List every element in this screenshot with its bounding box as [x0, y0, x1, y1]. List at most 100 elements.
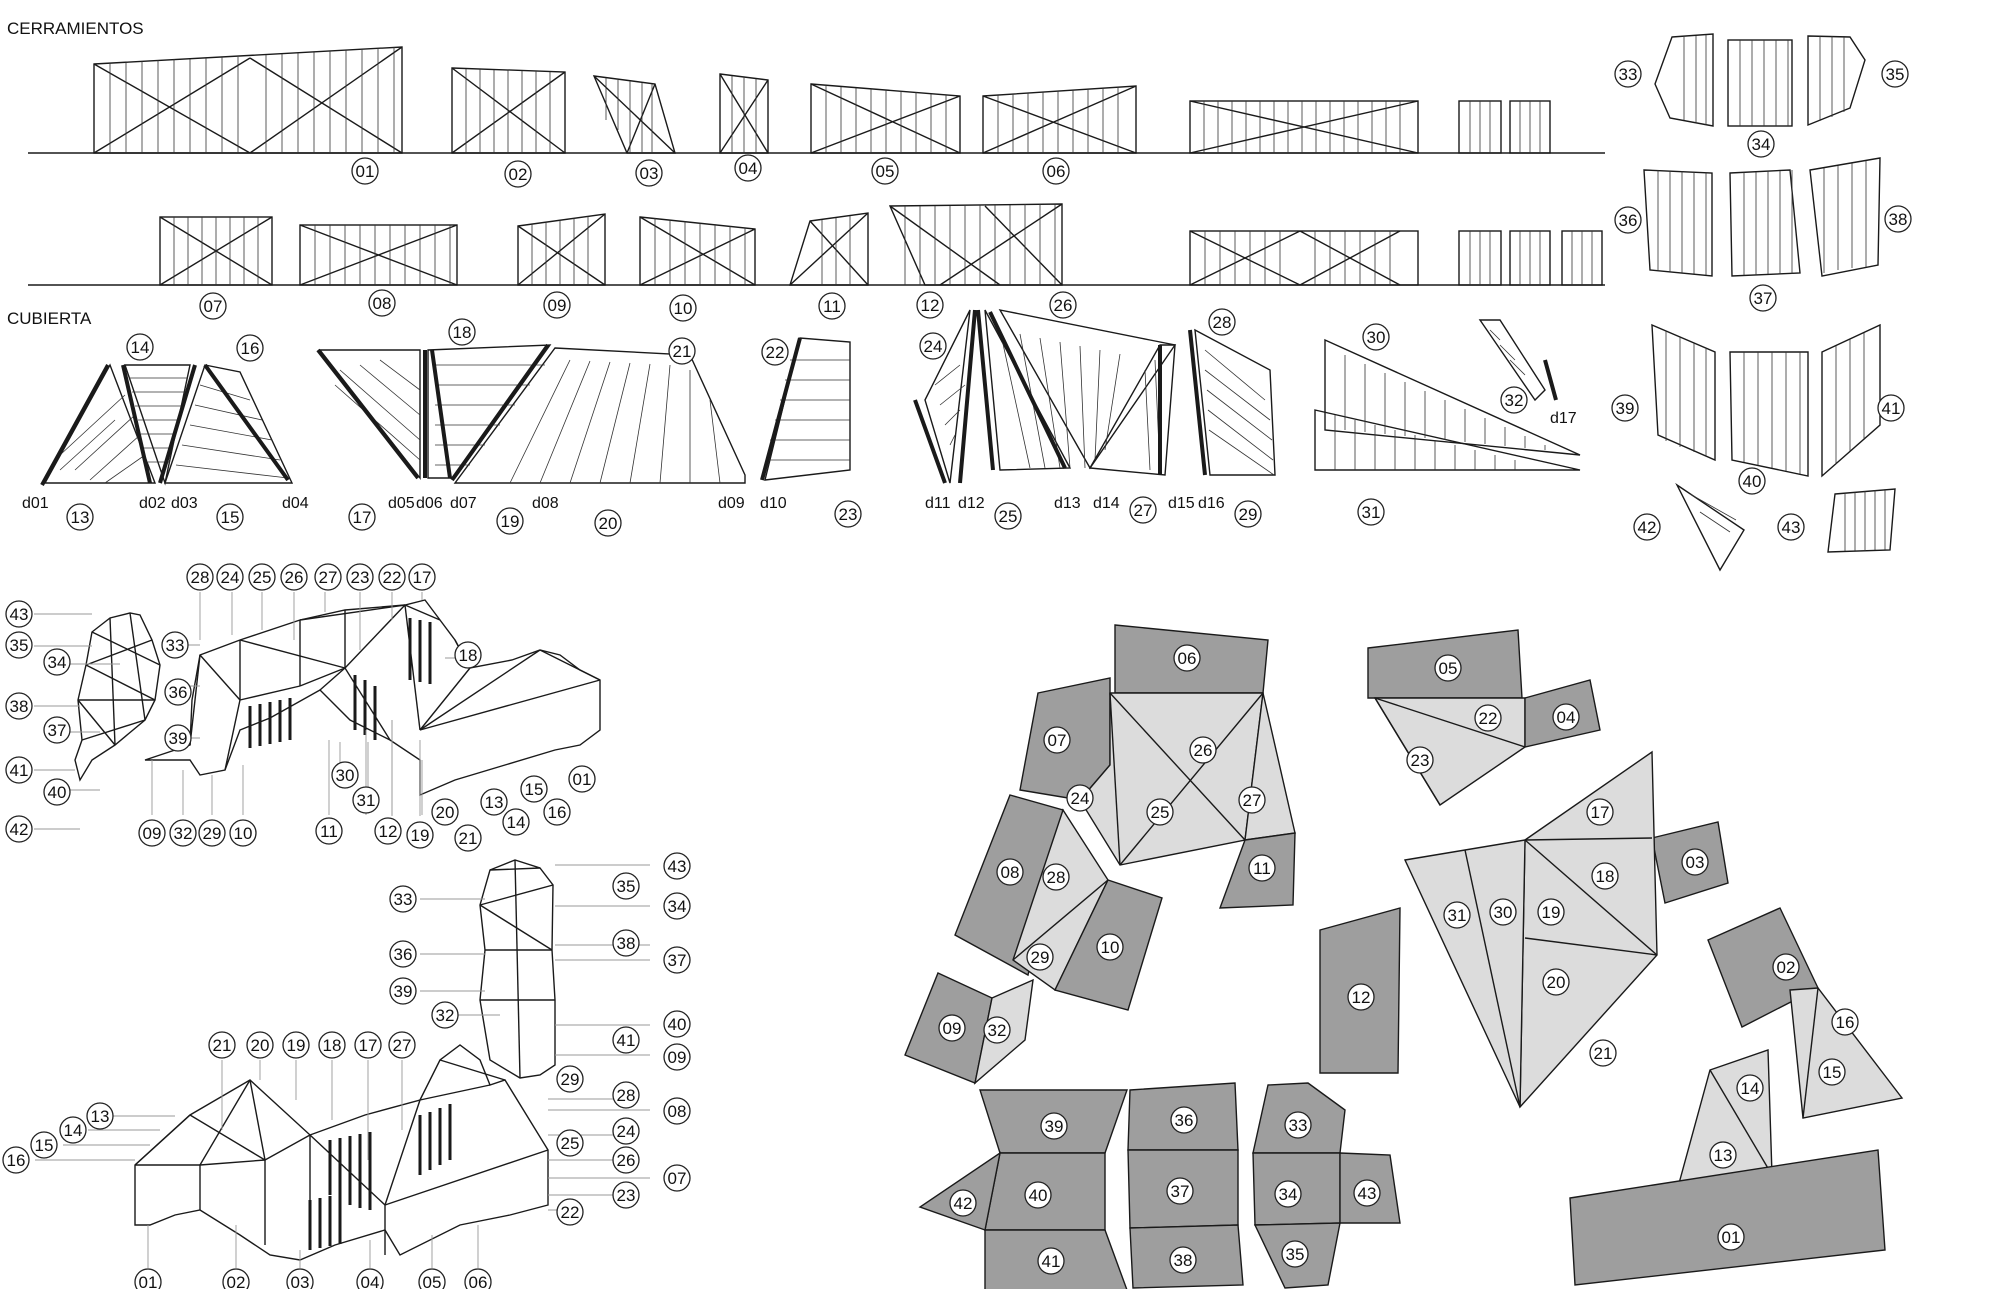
label-text: 15: [525, 780, 544, 799]
label-text: 01: [1722, 1228, 1741, 1247]
label-text: 16: [7, 1151, 26, 1170]
label-text: 42: [10, 820, 29, 839]
label-text: 15: [221, 508, 240, 527]
label-text: 17: [1591, 803, 1610, 822]
label-text: 02: [1777, 958, 1796, 977]
roof-labels: 14 16 13 15 17 18 19 20 21 22 23 24 25 2…: [66, 308, 1528, 537]
label-text: 06: [1178, 649, 1197, 668]
label-text: 23: [839, 505, 858, 524]
label-19: 19: [496, 507, 524, 535]
label-text: 24: [617, 1122, 636, 1141]
label-text: 25: [561, 1134, 580, 1153]
label-text: 38: [617, 934, 636, 953]
label-text: 32: [1505, 391, 1524, 410]
label-text: 39: [1045, 1117, 1064, 1136]
iso-top-labels: 43 35 34 38 37 41 40 42 28 24 25 26 27 2…: [5, 563, 596, 852]
label-text: 26: [617, 1151, 636, 1170]
label-text: 40: [48, 783, 67, 802]
label-text: 40: [668, 1015, 687, 1034]
iso-bottom-model: [134, 859, 556, 1261]
label-text: 37: [668, 951, 687, 970]
label-31: 31: [1357, 498, 1385, 526]
label-text: 18: [1596, 867, 1615, 886]
label-16: 16: [236, 334, 264, 362]
label-05: 05: [871, 157, 899, 185]
label-text: 37: [1171, 1182, 1190, 1201]
label-text: 36: [1619, 211, 1638, 230]
label-text: 14: [131, 338, 150, 357]
label-text: 12: [1352, 988, 1371, 1007]
label-04: 04: [734, 154, 762, 182]
face-30-31: [1403, 839, 1526, 1108]
label-text: 29: [561, 1070, 580, 1089]
label-text: 21: [673, 342, 692, 361]
label-text: 35: [617, 877, 636, 896]
label-text: 33: [394, 890, 413, 909]
label-35: 35: [1881, 60, 1909, 88]
label-text: 33: [166, 636, 185, 655]
label-text: 26: [285, 568, 304, 587]
label-text: 30: [1367, 328, 1386, 347]
label-text: 35: [1286, 1245, 1305, 1264]
label-text: 18: [323, 1036, 342, 1055]
label-text: 35: [10, 636, 29, 655]
label-text: 06: [1047, 162, 1066, 181]
label-text: 19: [1542, 903, 1561, 922]
label-text: 08: [668, 1102, 687, 1121]
label-text: 31: [1448, 906, 1467, 925]
label-text: 22: [383, 568, 402, 587]
label-text: 30: [1494, 903, 1513, 922]
label-text: 34: [668, 897, 687, 916]
label-25: 25: [994, 502, 1022, 530]
label-text: 03: [291, 1273, 310, 1289]
label-23: 23: [834, 500, 862, 528]
label-37: 37: [1749, 284, 1777, 312]
label-text: 01: [139, 1273, 158, 1289]
face-01: [1569, 1149, 1886, 1286]
label-text: 10: [234, 824, 253, 843]
label-text: d11: [925, 495, 951, 512]
label-17: 17: [348, 503, 376, 531]
label-text: 12: [379, 822, 398, 841]
label-text: 19: [287, 1036, 306, 1055]
label-43: 43: [1777, 513, 1805, 541]
label-text: 35: [1886, 65, 1905, 84]
label-02: 02: [504, 160, 532, 188]
label-text: 13: [91, 1107, 110, 1126]
label-text: 30: [336, 766, 355, 785]
label-text: 38: [10, 697, 29, 716]
label-text: 13: [71, 508, 90, 527]
label-text: 20: [251, 1036, 270, 1055]
label-text: 39: [169, 729, 188, 748]
label-38: 38: [1884, 205, 1912, 233]
iso-bottom-labels: 33 36 39 32 43 35 34 38 37 40 41 09 29 2…: [2, 852, 691, 1289]
label-text: 24: [221, 568, 240, 587]
label-text: 43: [1358, 1184, 1377, 1203]
heading-cerramientos: CERRAMIENTOS: [7, 19, 144, 38]
label-text: 04: [1557, 708, 1576, 727]
label-42: 42: [1633, 513, 1661, 541]
unfolded-net: [904, 624, 1904, 1289]
label-07: 07: [199, 292, 227, 320]
label-text: 17: [413, 568, 432, 587]
label-text: 10: [674, 299, 693, 318]
label-text: 27: [1134, 501, 1153, 520]
elevation-row-1: [28, 46, 1605, 154]
label-text: 43: [668, 857, 687, 876]
elevation-row-1-hatch: [109, 47, 1541, 153]
label-text: 21: [213, 1036, 232, 1055]
label-text: 14: [507, 813, 526, 832]
label-text: 28: [1047, 868, 1066, 887]
label-11: 11: [818, 292, 846, 320]
face-15-16: [1789, 987, 1904, 1119]
label-text: d12: [958, 495, 985, 512]
label-text: 11: [320, 822, 338, 841]
label-text: 36: [1175, 1111, 1194, 1130]
iso-top-model: [74, 599, 601, 797]
roof-hatch: [59, 329, 1546, 484]
label-text: 41: [10, 761, 29, 780]
label-text: 26: [1054, 296, 1073, 315]
label-text: 34: [1279, 1185, 1298, 1204]
elevation-labels: 01 02 03 04 05 06 07 08 09 10 11 12 26: [199, 154, 1077, 322]
label-text: d04: [282, 495, 309, 512]
